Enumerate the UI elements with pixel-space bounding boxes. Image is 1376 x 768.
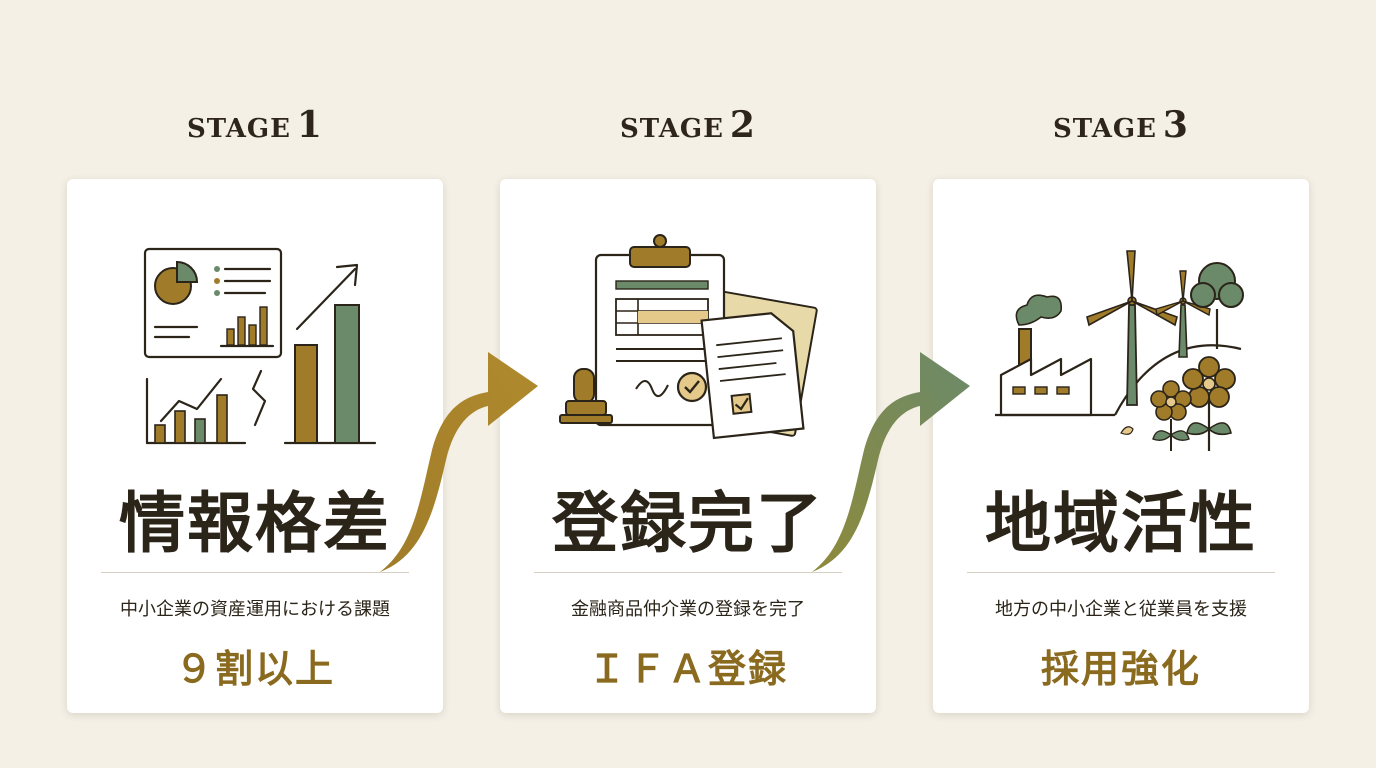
stage-3-title: 地域活性 — [985, 484, 1257, 562]
stage-1-highlight: ９割以上 — [174, 647, 335, 691]
arrow-stage-1-to-2 — [380, 352, 538, 572]
stage-1-title: 情報格差 — [119, 484, 391, 562]
regional-revitalization-icon — [995, 250, 1244, 451]
stage-2-title: 登録完了 — [552, 484, 824, 562]
stage-2-word: STAGE — [620, 114, 724, 144]
stage-2-divider — [534, 572, 842, 573]
stage-2-card: 登録完了 金融商品仲介業の登録を完了 ＩＦＡ登録 — [500, 179, 876, 713]
registration-documents-icon — [559, 234, 818, 440]
stage-2-number: 2 — [729, 104, 756, 146]
stage-1-number: 1 — [296, 104, 323, 146]
stage-3-subtitle: 地方の中小企業と従業員を支援 — [995, 599, 1247, 620]
stage-1-subtitle: 中小企業の資産運用における課題 — [120, 599, 390, 620]
stage-3-card: 地域活性 地方の中小企業と従業員を支援 採用強化 — [933, 179, 1309, 713]
analytics-charts-icon — [143, 247, 377, 445]
stage-3-highlight: 採用強化 — [1040, 647, 1201, 691]
arrow-stage-2-to-3 — [812, 352, 970, 572]
stage-1-word: STAGE — [187, 114, 291, 144]
stage-3-number: 3 — [1162, 104, 1189, 146]
stage-3-divider — [967, 572, 1275, 573]
stage-3-word: STAGE — [1053, 114, 1157, 144]
stage-1-divider — [101, 572, 409, 573]
stage-1-card: 情報格差 中小企業の資産運用における課題 ９割以上 — [67, 179, 443, 713]
stage-2-subtitle: 金融商品仲介業の登録を完了 — [571, 599, 805, 620]
stage-2-highlight: ＩＦＡ登録 — [587, 647, 788, 691]
